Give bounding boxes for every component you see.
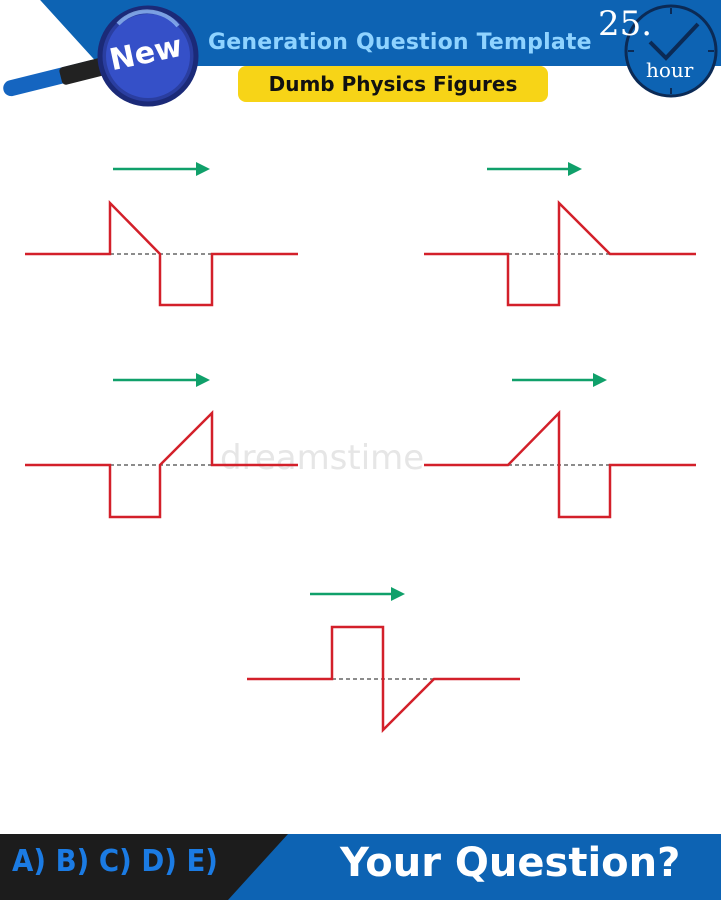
figure-5-wave bbox=[247, 625, 520, 734]
figure-2-wave bbox=[424, 199, 696, 307]
clock-icon bbox=[624, 4, 718, 98]
figure-2 bbox=[424, 162, 696, 307]
figure-2-arrow bbox=[487, 162, 582, 176]
figure-1-wave bbox=[25, 199, 298, 307]
watermark: dreamstime bbox=[220, 438, 425, 478]
figure-3-arrow bbox=[113, 373, 210, 387]
footer-banner bbox=[0, 834, 721, 900]
figure-1 bbox=[25, 162, 298, 307]
hour-label: hour bbox=[646, 58, 694, 82]
figure-5-arrow bbox=[310, 587, 405, 601]
magnifier-icon bbox=[3, 5, 199, 107]
header-title: Generation Question Template bbox=[208, 30, 592, 55]
figure-4-wave bbox=[424, 409, 696, 519]
figure-3 bbox=[25, 373, 298, 519]
figure-4 bbox=[424, 373, 696, 519]
figure-1-arrow bbox=[113, 162, 210, 176]
hour-number: 25. bbox=[598, 4, 653, 44]
subtitle-pill bbox=[238, 66, 548, 102]
header-banner bbox=[0, 0, 721, 66]
figure-5 bbox=[247, 587, 520, 734]
answer-options: A) B) C) D) E) bbox=[12, 844, 218, 879]
footer-question: Your Question? bbox=[340, 840, 681, 886]
subtitle: Dumb Physics Figures bbox=[268, 72, 518, 96]
figure-3-wave bbox=[25, 409, 298, 519]
figure-4-arrow bbox=[512, 373, 607, 387]
